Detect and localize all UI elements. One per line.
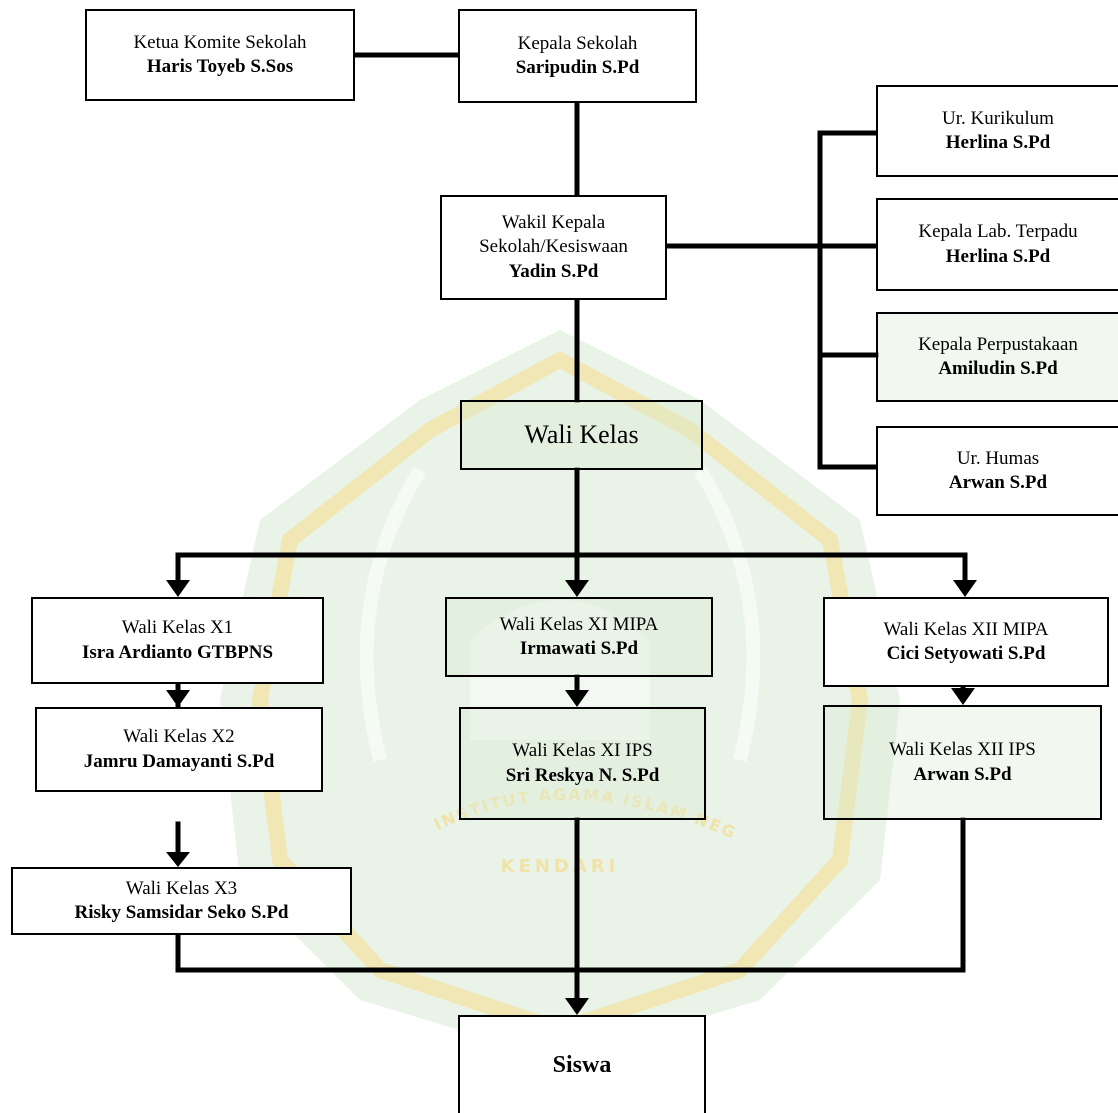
- box-name: Siswa: [552, 1051, 612, 1078]
- box-title: Kepala Lab. Terpadu: [918, 221, 1078, 243]
- box-title: Wali Kelas X1: [121, 617, 234, 639]
- box-name: Cici Setyowati S.Pd: [886, 643, 1046, 664]
- box-title: Kepala Perpustakaan: [918, 333, 1078, 355]
- box-kepala-perpustakaan: Kepala Perpustakaan Amiludin S.Pd: [876, 312, 1118, 402]
- box-wali-x3: Wali Kelas X3 Risky Samsidar Seko S.Pd: [11, 867, 352, 935]
- box-title: Wali Kelas X2: [123, 726, 235, 748]
- box-kepala-sekolah: Kepala Sekolah Saripudin S.Pd: [458, 9, 697, 103]
- box-name: Isra Ardianto GTBPNS: [81, 641, 274, 663]
- box-name: Sri Reskya N. S.Pd: [505, 764, 660, 786]
- box-title: Wali Kelas: [524, 420, 639, 450]
- box-kepala-lab: Kepala Lab. Terpadu Herlina S.Pd: [876, 198, 1118, 291]
- box-wali-x2: Wali Kelas X2 Jamru Damayanti S.Pd: [35, 707, 323, 792]
- box-ur-kurikulum: Ur. Kurikulum Herlina S.Pd: [876, 85, 1118, 177]
- box-wali-kelas: Wali Kelas: [460, 400, 703, 470]
- box-wali-xi-ips: Wali Kelas XI IPS Sri Reskya N. S.Pd: [459, 707, 706, 820]
- box-name: Irmawati S.Pd: [519, 638, 639, 659]
- box-title: Ketua Komite Sekolah: [133, 31, 307, 53]
- box-title: Ur. Kurikulum: [942, 107, 1054, 129]
- box-ur-humas: Ur. Humas Arwan S.Pd: [876, 426, 1118, 516]
- box-title: Wali Kelas XI MIPA: [499, 613, 659, 635]
- box-title: Wali Kelas XII IPS: [889, 739, 1036, 761]
- box-siswa: Siswa: [458, 1015, 706, 1113]
- box-name: Herlina S.Pd: [945, 132, 1051, 153]
- box-wali-xii-mipa: Wali Kelas XII MIPA Cici Setyowati S.Pd: [823, 597, 1109, 687]
- box-name: Arwan S.Pd: [948, 472, 1048, 493]
- box-title-line1: Wakil Kepala: [501, 212, 606, 234]
- box-title-line2: Sekolah/Kesiswaan: [479, 236, 628, 258]
- box-name: Saripudin S.Pd: [515, 57, 640, 78]
- box-name: Jamru Damayanti S.Pd: [83, 750, 275, 772]
- box-name: Herlina S.Pd: [945, 245, 1051, 267]
- box-wali-x1: Wali Kelas X1 Isra Ardianto GTBPNS: [31, 597, 324, 684]
- box-wakil-kepala: Wakil Kepala Sekolah/Kesiswaan Yadin S.P…: [440, 195, 667, 300]
- watermark-seal-text-bottom: KENDARI: [501, 856, 620, 877]
- box-wali-xi-mipa: Wali Kelas XI MIPA Irmawati S.Pd: [445, 597, 713, 677]
- box-wali-xii-ips: Wali Kelas XII IPS Arwan S.Pd: [823, 705, 1102, 820]
- box-title: Wali Kelas X3: [125, 877, 238, 899]
- box-name: Haris Toyeb S.Sos: [146, 56, 294, 77]
- box-name: Risky Samsidar Seko S.Pd: [74, 902, 289, 923]
- box-name: Yadin S.Pd: [508, 260, 599, 282]
- box-ketua-komite: Ketua Komite Sekolah Haris Toyeb S.Sos: [85, 9, 355, 101]
- box-title: Kepala Sekolah: [517, 32, 638, 54]
- box-name: Amiludin S.Pd: [938, 358, 1058, 379]
- box-title: Wali Kelas XII MIPA: [883, 618, 1049, 640]
- box-title: Ur. Humas: [956, 447, 1040, 469]
- box-name: Arwan S.Pd: [913, 763, 1012, 785]
- box-title: Wali Kelas XI IPS: [512, 740, 653, 762]
